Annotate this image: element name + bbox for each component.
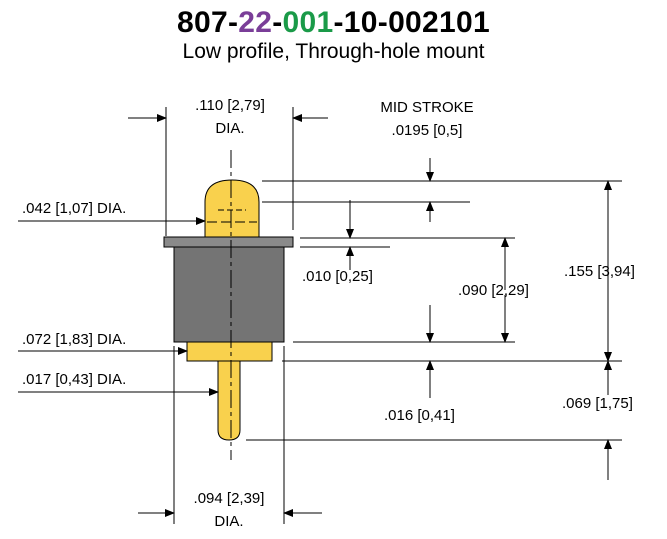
dim-shoulder-dia: .072 [1,83] DIA.	[22, 331, 126, 348]
dim-overall-height: .155 [3,94]	[564, 263, 635, 280]
dim-tip-dia: .042 [1,07] DIA.	[22, 200, 126, 217]
barrel-body	[173, 246, 285, 343]
part-number-segment: -	[272, 6, 283, 39]
pin-assembly	[163, 150, 294, 460]
dim-bottom-dia: .094 [2,39]	[194, 490, 265, 507]
dim-mid-stroke-value: .0195 [0,5]	[392, 122, 463, 139]
shoulder	[186, 341, 273, 362]
part-number-segment: 22	[238, 6, 273, 39]
dim-shoulder-height: .016 [0,41]	[384, 407, 455, 424]
dim-body-height: .090 [2,29]	[458, 282, 529, 299]
flange	[163, 236, 294, 248]
dim-bottom-dia-suffix: DIA.	[214, 513, 243, 530]
dim-top-dia: .110 [2,79]	[195, 97, 265, 114]
dimension-lines	[18, 107, 622, 524]
dim-tail-length: .069 [1,75]	[562, 395, 633, 412]
dimension-labels: .110 [2,79] DIA. MID STROKE .0195 [0,5] …	[22, 97, 635, 530]
part-number-segment: -10-002101	[333, 6, 490, 39]
tail-pin	[217, 360, 241, 441]
dim-top-dia-suffix: DIA.	[215, 120, 244, 137]
subtitle: Low profile, Through-hole mount	[182, 40, 485, 63]
part-number-segment: 001	[282, 6, 334, 39]
part-number: 807-22-001-10-002101	[0, 6, 667, 40]
dim-mid-stroke-label: MID STROKE	[380, 99, 473, 116]
part-number-segment: 807-	[177, 6, 239, 39]
dim-flange-thickness: .010 [0,25]	[302, 268, 373, 285]
plunger-tip	[204, 179, 260, 239]
title-block: 807-22-001-10-002101 Low profile, Throug…	[0, 6, 667, 64]
dim-tail-dia: .017 [0,43] DIA.	[22, 371, 126, 388]
